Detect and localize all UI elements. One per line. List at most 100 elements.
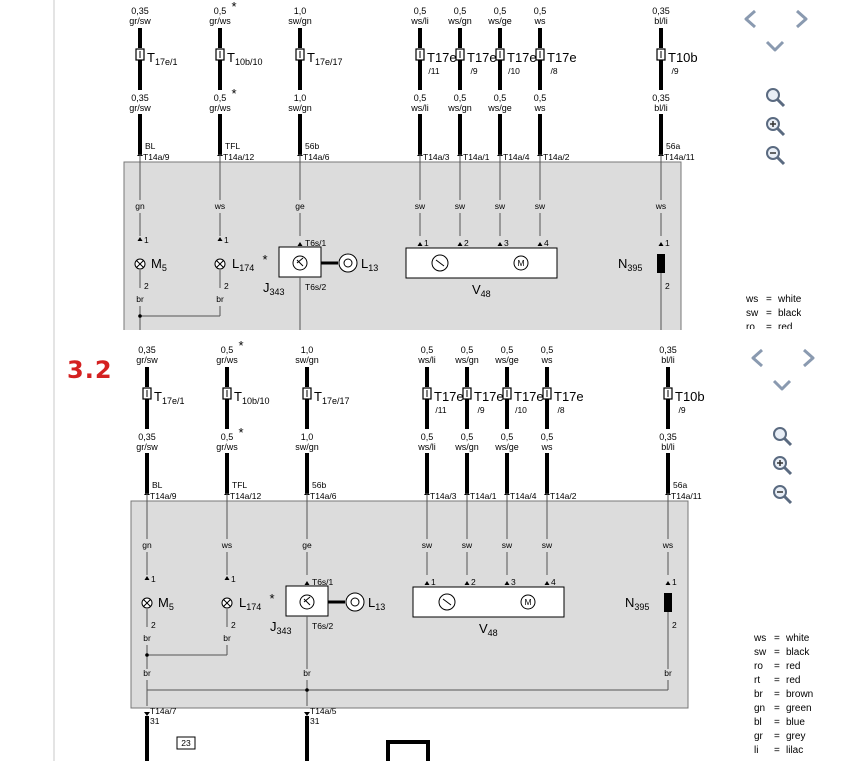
relay-symbol [303, 598, 311, 606]
legend-meaning: blue [786, 717, 805, 728]
star-marker: * [238, 338, 243, 353]
pin-label: T14a/1 [470, 491, 497, 501]
wire-size-label: 1,0 [301, 345, 314, 355]
legend-equals: = [766, 294, 772, 305]
connector-label: T17e [427, 50, 457, 65]
lamp-pin-label: 2 [151, 620, 156, 630]
motor-letter: M [524, 597, 531, 607]
wire-color-label: ws/li [410, 16, 429, 26]
legend-meaning: grey [786, 731, 806, 742]
wire-size-label: 0,5 [414, 93, 427, 103]
component-j343-label: J343 [263, 280, 285, 297]
motor-pin-label: 3 [504, 238, 509, 248]
junction-dot [145, 653, 149, 657]
wire-size-label: 0,5 [414, 6, 427, 16]
wire-color-label: ws/gn [447, 103, 472, 113]
pin-label: T14a/3 [430, 491, 457, 501]
legend-meaning: white [778, 294, 802, 305]
junction-dot [305, 688, 309, 692]
legend-code: br [754, 689, 763, 700]
motor-pin-label: 2 [471, 577, 476, 587]
legend-row: br=brown [754, 688, 813, 702]
lamp-pin-label: 2 [231, 620, 236, 630]
legend-meaning: red [786, 675, 801, 686]
chevron-down-icon[interactable] [771, 375, 793, 397]
connector-sub-label: /8 [557, 405, 564, 415]
internal-wire-color: ge [302, 540, 312, 550]
pin-arrow [544, 581, 550, 585]
lamp-pin-label: 1 [144, 235, 149, 245]
internal-wire-color: br [136, 294, 144, 304]
pin-arrow [457, 242, 463, 246]
connector-label: T17e/17 [307, 50, 342, 67]
internal-wire-color: sw [495, 201, 506, 211]
wire-color-label: gr/sw [136, 355, 158, 365]
component-l13-label: L13 [361, 256, 378, 273]
relay-pin-label: T6s/2 [305, 282, 327, 292]
chevron-down-icon[interactable] [764, 36, 786, 58]
legend-meaning: green [786, 703, 812, 714]
wire-color-label: gr/ws [216, 355, 238, 365]
pin-arrow [504, 581, 510, 585]
legend-equals: = [774, 717, 780, 728]
internal-wire-color: ws [214, 201, 225, 211]
legend-row: ro=red [754, 660, 813, 674]
zoom-out-icon[interactable] [771, 483, 793, 505]
wire-color-label: gr/sw [136, 442, 158, 452]
chevron-right-icon[interactable] [790, 8, 812, 30]
legend-equals: = [774, 675, 780, 686]
internal-wire-color: sw [535, 201, 546, 211]
wire-color-label: ws [541, 355, 553, 365]
connector-label: T17e [514, 389, 544, 404]
lamp-cross [143, 599, 151, 607]
wire-size-label: 0,5 [494, 6, 507, 16]
reference-number: 23 [181, 738, 191, 748]
wire-color-label: bl/li [654, 16, 668, 26]
motor-letter: M [517, 258, 524, 268]
zoom-out-icon[interactable] [764, 144, 786, 166]
magnifier-icon[interactable] [771, 425, 793, 447]
pin-arrow [665, 581, 671, 585]
component-n395-label: N395 [625, 595, 649, 612]
connector-label: T17e [507, 50, 537, 65]
relay-symbol [303, 596, 311, 603]
lamp-symbol [343, 258, 353, 268]
legend-row: ws=white [746, 293, 801, 307]
connector-label: T17e [467, 50, 497, 65]
legend-equals: = [774, 745, 780, 756]
signal-label: TFL [225, 141, 240, 151]
wire-color-label: sw/gn [295, 442, 319, 452]
legend-row: gr=grey [754, 730, 813, 744]
wire-size-label: 0,5 [421, 432, 434, 442]
wire-color-label: gr/sw [129, 16, 151, 26]
legend-meaning: black [778, 308, 802, 319]
pin-label: T14a/2 [550, 491, 577, 501]
chevron-right-icon[interactable] [797, 347, 819, 369]
motor-pin-label: 4 [551, 577, 556, 587]
motor-symbol [520, 594, 536, 610]
signal-label: 56a [673, 480, 687, 490]
connector-label: T17e [554, 389, 584, 404]
internal-wire-color: br [143, 633, 151, 643]
legend-code: bl [754, 717, 762, 728]
pin-arrow [304, 581, 310, 585]
magnifier-icon[interactable] [764, 86, 786, 108]
legend-meaning: red [786, 661, 801, 672]
lamp-pin-label: 2 [224, 281, 229, 291]
pin-arrow [144, 576, 150, 580]
zoom-in-icon[interactable] [764, 115, 786, 137]
connector-label: T17e/17 [314, 389, 349, 406]
wire-color-label: ws/li [417, 355, 436, 365]
chevron-left-icon[interactable] [747, 347, 769, 369]
zoom-in-icon[interactable] [771, 454, 793, 476]
legend-code: sw [746, 308, 759, 319]
legend-equals: = [766, 322, 772, 329]
wire-color-label: sw/gn [295, 355, 319, 365]
wire-color-label: bl/li [661, 442, 675, 452]
component-l174-label: L174 [232, 256, 254, 273]
diagram-copy-lower: 0,35gr/swT17e/10,35gr/swBLT14a/9gn0,5gr/… [130, 338, 705, 761]
internal-wire-color: br [143, 668, 151, 678]
pin-label: T14a/2 [543, 152, 570, 162]
chevron-left-icon[interactable] [740, 8, 762, 30]
connector-label: T10b [668, 50, 698, 65]
